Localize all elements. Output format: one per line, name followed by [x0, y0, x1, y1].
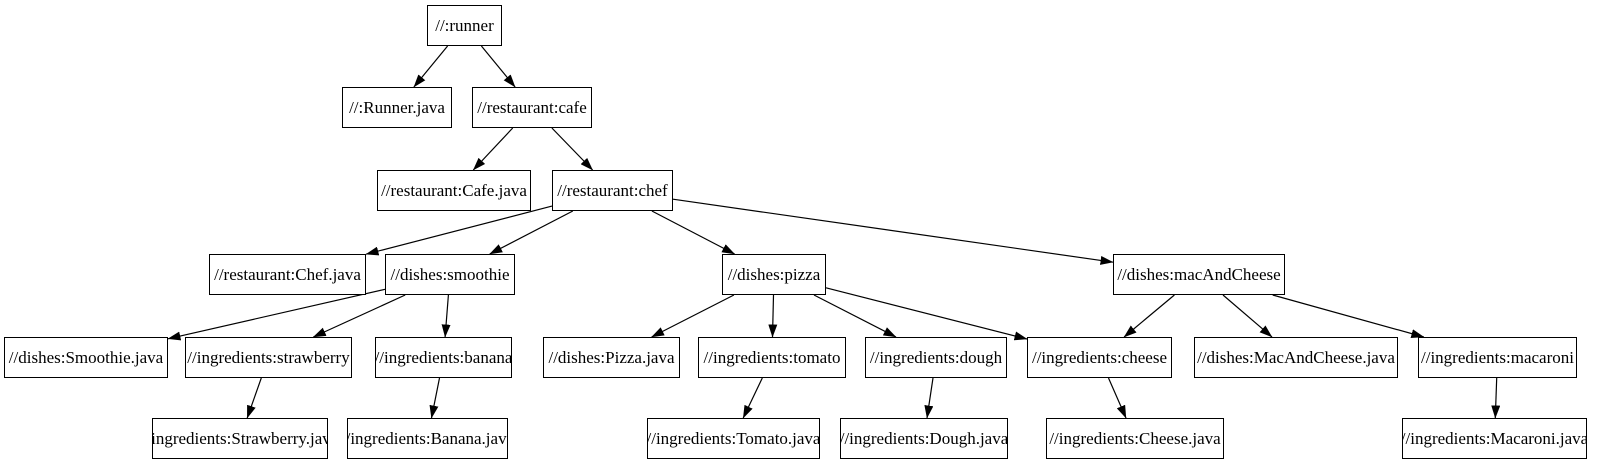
graph-edge-smoothie-to-smoothie-java — [167, 288, 386, 341]
graph-node-label: //ingredients:Strawberry.java — [153, 428, 328, 448]
graph-edge-chef-to-pizza — [651, 210, 736, 255]
graph-node-label: //:runner — [435, 15, 494, 35]
graph-edge-runner-to-runner-java — [413, 45, 449, 88]
graph-node-dough: //ingredients:dough — [865, 337, 1007, 378]
graph-node-macaroni-java: //ingredients:Macaroni.java — [1402, 418, 1587, 459]
graph-node-label: //ingredients:strawberry — [187, 347, 350, 367]
graph-node-cheese: //ingredients:cheese — [1027, 337, 1172, 378]
graph-node-dough-java: //ingredients:Dough.java — [840, 418, 1008, 459]
graph-node-cafe: //restaurant:cafe — [472, 87, 592, 128]
graph-node-label: //ingredients:macaroni — [1421, 347, 1574, 367]
graph-edge-macandcheese-to-macandcheese-java — [1222, 294, 1273, 338]
graph-node-label: //ingredients:Cheese.java — [1049, 428, 1221, 448]
graph-node-label: //ingredients:tomato — [703, 347, 841, 367]
graph-edge-pizza-to-pizza-java — [651, 294, 735, 338]
graph-edge-pizza-to-cheese — [825, 287, 1028, 341]
graph-node-macaroni: //ingredients:macaroni — [1418, 337, 1577, 378]
graph-edge-tomato-to-tomato-java — [742, 377, 763, 419]
graph-node-tomato-java: //ingredients:Tomato.java — [647, 418, 820, 459]
graph-edge-banana-to-banana-java — [429, 377, 441, 419]
graph-node-banana: //ingredients:banana — [375, 337, 512, 378]
graph-node-smoothie-java: //dishes:Smoothie.java — [4, 337, 168, 378]
graph-node-label: //ingredients:cheese — [1031, 347, 1167, 367]
graph-edge-cheese-to-cheese-java — [1107, 377, 1127, 419]
graph-node-pizza-java: //dishes:Pizza.java — [543, 337, 680, 378]
graph-node-macandcheese-java: //dishes:MacAndCheese.java — [1194, 337, 1398, 378]
graph-edge-cafe-to-chef — [551, 127, 594, 171]
graph-edge-strawberry-to-strawberry-java — [246, 377, 262, 419]
graph-node-label: //ingredients:Tomato.java — [647, 428, 820, 448]
graph-node-label: //restaurant:Cafe.java — [381, 180, 527, 200]
graph-edge-macaroni-to-macaroni-java — [1491, 377, 1501, 419]
graph-node-label: //ingredients:dough — [869, 347, 1003, 367]
graph-node-chef-java: //restaurant:Chef.java — [209, 254, 366, 295]
graph-node-smoothie: //dishes:smoothie — [385, 254, 515, 295]
graph-node-label: //restaurant:cafe — [477, 97, 587, 117]
graph-edge-chef-to-chef-java — [365, 205, 553, 256]
graph-edge-pizza-to-dough — [813, 294, 897, 338]
graph-edge-chef-to-macandcheese — [672, 198, 1114, 265]
graph-node-strawberry-java: //ingredients:Strawberry.java — [152, 418, 328, 459]
graph-node-label: //dishes:Pizza.java — [548, 347, 675, 367]
graph-node-label: //dishes:pizza — [727, 264, 821, 284]
graph-node-cafe-java: //restaurant:Cafe.java — [377, 170, 531, 211]
graph-node-banana-java: //ingredients:Banana.java — [347, 418, 508, 459]
graph-node-label: //dishes:smoothie — [390, 264, 510, 284]
graph-node-label: //restaurant:Chef.java — [214, 264, 361, 284]
graph-node-label: //ingredients:Dough.java — [840, 428, 1008, 448]
graph-edge-runner-to-cafe — [480, 45, 516, 88]
graph-node-label: //dishes:macAndCheese — [1117, 264, 1281, 284]
graph-edge-pizza-to-tomato — [768, 294, 778, 338]
graph-node-tomato: //ingredients:tomato — [698, 337, 846, 378]
graph-node-label: //restaurant:chef — [557, 180, 668, 200]
graph-node-chef: //restaurant:chef — [552, 170, 673, 211]
graph-edge-cafe-to-cafe-java — [472, 127, 514, 171]
graph-edge-dough-to-dough-java — [924, 377, 934, 419]
graph-node-label: //:Runner.java — [349, 97, 445, 117]
graph-edge-macandcheese-to-cheese — [1123, 294, 1175, 338]
graph-node-label: //ingredients:Banana.java — [347, 428, 508, 448]
graph-node-cheese-java: //ingredients:Cheese.java — [1046, 418, 1224, 459]
graph-node-pizza: //dishes:pizza — [722, 254, 826, 295]
graph-node-label: //dishes:MacAndCheese.java — [1197, 347, 1395, 367]
graph-node-runner: //:runner — [427, 5, 502, 46]
graph-node-label: //ingredients:banana — [375, 347, 512, 367]
graph-edge-smoothie-to-banana — [441, 294, 451, 338]
graph-node-label: //ingredients:Macaroni.java — [1402, 428, 1587, 448]
graph-node-strawberry: //ingredients:strawberry — [185, 337, 352, 378]
graph-node-macandcheese: //dishes:macAndCheese — [1113, 254, 1285, 295]
graph-edge-chef-to-smoothie — [489, 210, 574, 255]
graph-edge-smoothie-to-strawberry — [312, 294, 406, 338]
graph-edge-macandcheese-to-macaroni — [1272, 294, 1425, 338]
graph-node-runner-java: //:Runner.java — [342, 87, 452, 128]
graph-node-label: //dishes:Smoothie.java — [8, 347, 164, 367]
